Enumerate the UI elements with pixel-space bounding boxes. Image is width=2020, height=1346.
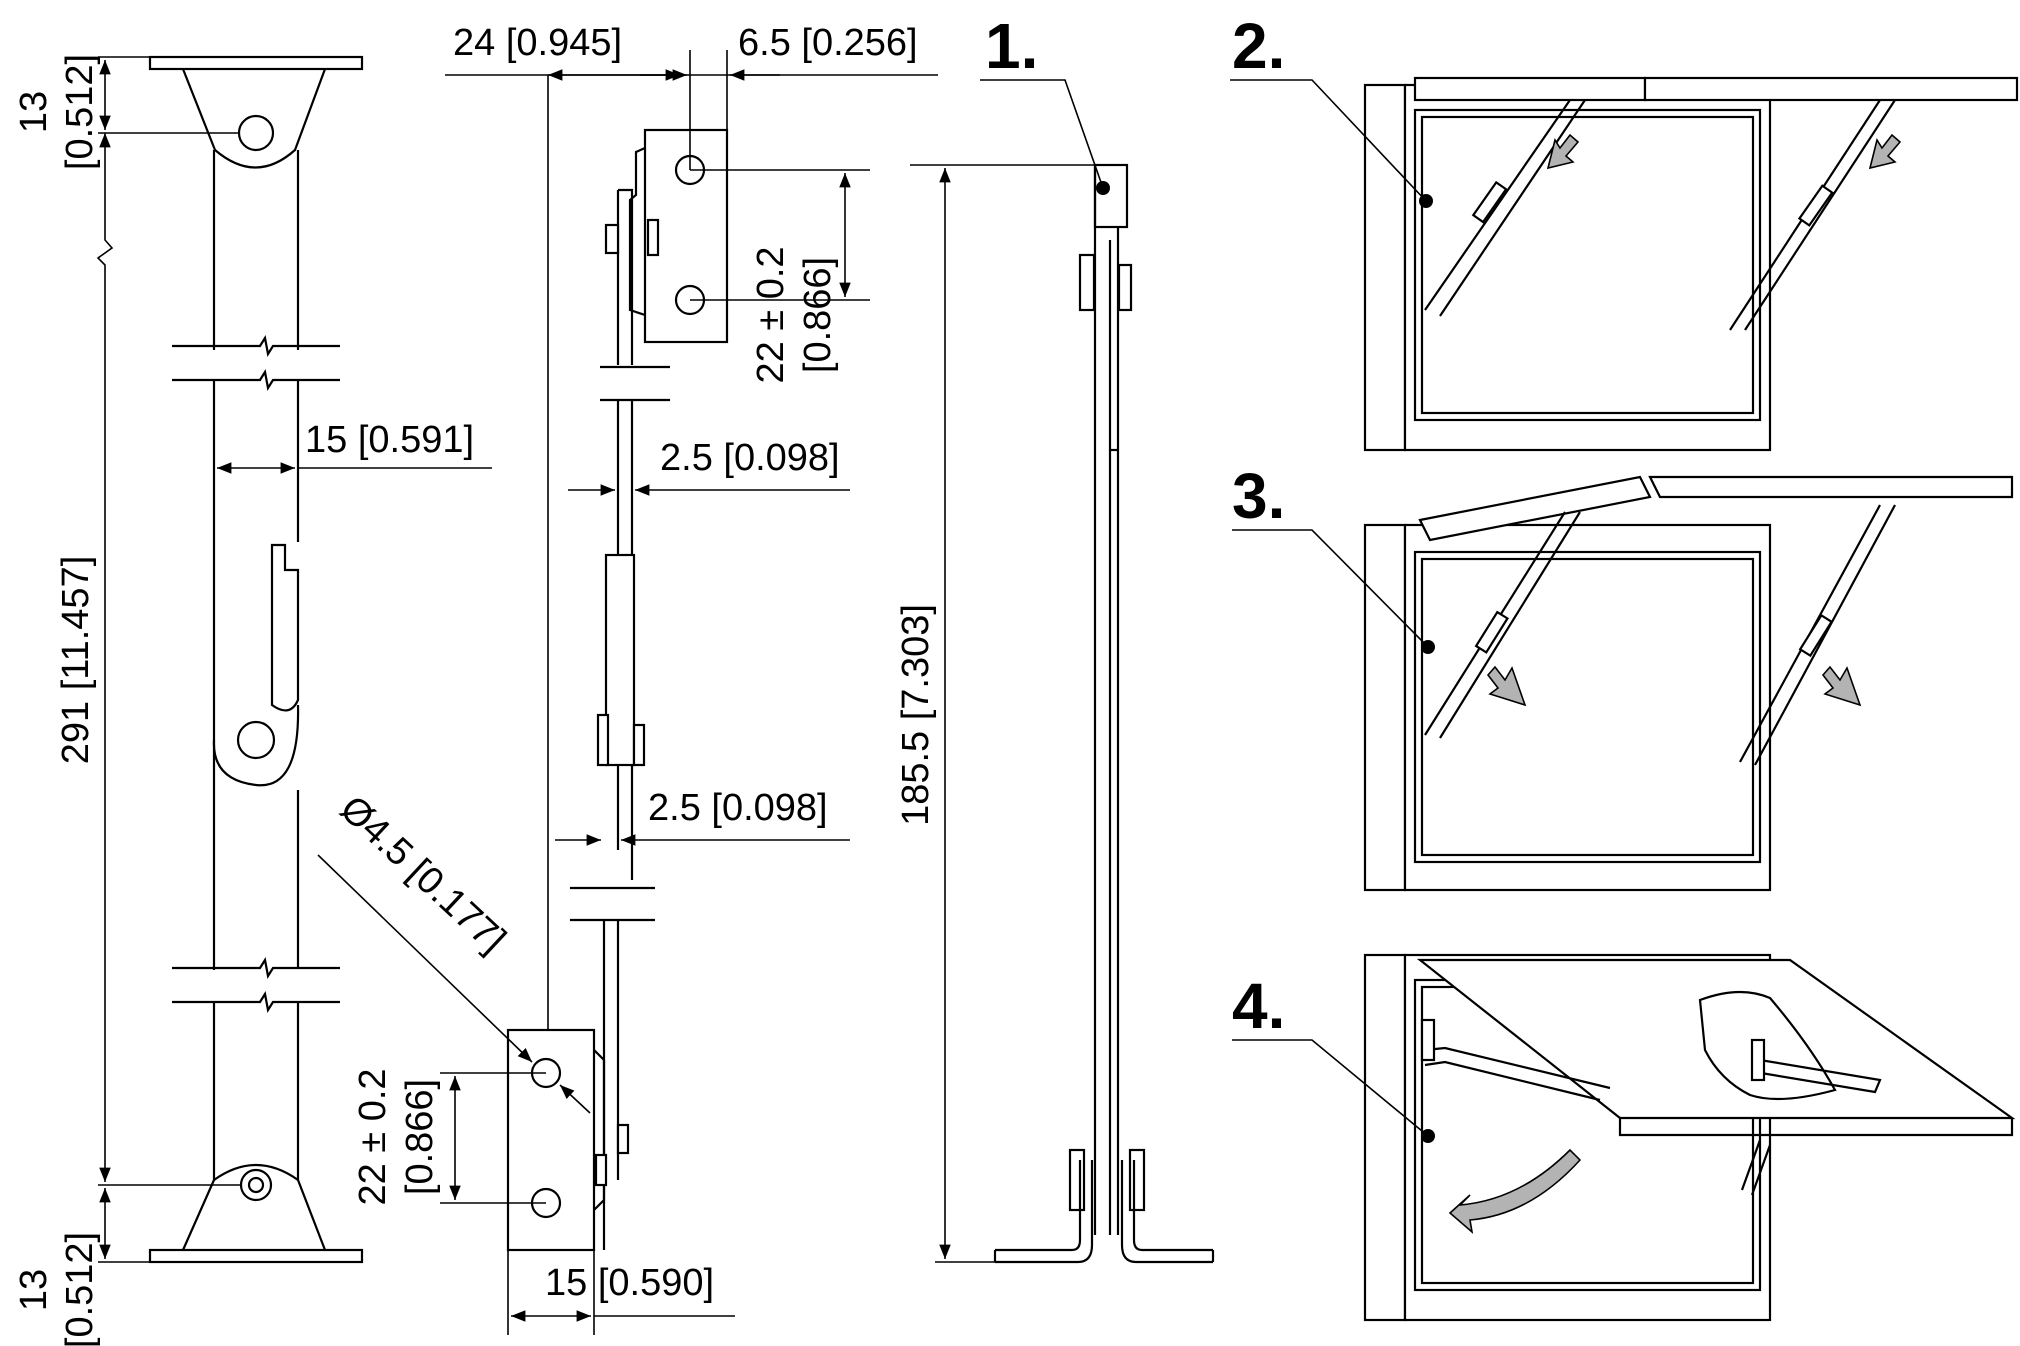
dim-hole-pitch-top: 22 ± 0.2 xyxy=(750,246,792,383)
step-4-label: 4. xyxy=(1232,970,1285,1042)
break-mark-upper xyxy=(172,335,340,391)
break-mark-lower xyxy=(172,957,340,1013)
dim-strut-width: 15 [0.591] xyxy=(305,419,474,461)
dim-top-offset: 13 xyxy=(13,91,55,133)
dim-thickness-lower: 2.5 [0.098] xyxy=(648,787,828,829)
dim-bracket-depth: 24 [0.945] xyxy=(453,22,622,64)
closed-left-foot xyxy=(995,1160,1094,1264)
closed-right-foot xyxy=(1120,1160,1213,1264)
step-4-illustration: 4. xyxy=(1232,953,2016,1322)
strut-side-section xyxy=(604,553,636,767)
step-2-label: 2. xyxy=(1232,10,1285,82)
front-view: 13 [0.512] 291 [11.457] 15 [0.591] 13 [0… xyxy=(13,54,492,1346)
bottom-bracket xyxy=(181,1163,327,1251)
dim-hole-pitch-bottom-in: [0.866] xyxy=(399,1079,441,1195)
dim-closed-height: 185.5 [7.303] xyxy=(895,604,937,826)
middle-pivot-hole xyxy=(236,720,276,760)
step-1-label: 1. xyxy=(985,10,1038,82)
dim-hole-pitch-bottom: 22 ± 0.2 xyxy=(352,1068,394,1205)
middle-knuckle xyxy=(212,704,300,787)
dim-hole-diameter: Ø4.5 [0.177] xyxy=(332,788,514,961)
dim-bottom-offset: 13 xyxy=(13,1269,55,1311)
lid-3-right xyxy=(1648,475,2014,499)
top-mounting-plate xyxy=(148,55,364,71)
bottom-rivet xyxy=(239,1168,273,1202)
dim-overall-length: 291 [11.457] xyxy=(55,556,97,764)
dim-thickness-upper: 2.5 [0.098] xyxy=(660,437,840,479)
dim-top-offset-in: [0.512] xyxy=(59,54,101,170)
top-bracket xyxy=(181,68,327,169)
step-3-label: 3. xyxy=(1232,460,1285,532)
dim-bracket-width: 15 [0.590] xyxy=(545,1262,714,1304)
lower-bracket-plate xyxy=(506,1028,596,1252)
step-2-illustration: 2. xyxy=(1230,10,2019,452)
lid-cutaway xyxy=(1698,990,1837,1101)
lid-2 xyxy=(1643,76,2019,102)
dim-bottom-offset-in: [0.512] xyxy=(59,1232,101,1346)
strut-slot xyxy=(270,543,300,712)
bottom-mounting-plate xyxy=(148,1248,364,1264)
step-3-illustration: 3. xyxy=(1232,460,2014,892)
side-view: 24 [0.945] 6.5 [0.256] 22 ± 0.2 [0.866] … xyxy=(317,22,938,1335)
lid-3-left xyxy=(1418,475,1652,542)
dim-hole-edge-offset: 6.5 [0.256] xyxy=(738,22,918,64)
top-pivot-hole xyxy=(237,114,275,152)
dim-hole-pitch-top-in: [0.866] xyxy=(797,257,839,373)
cabinet-box-2 xyxy=(1403,83,1772,452)
closed-view: 1. 185.5 [7.303] xyxy=(895,10,1215,1264)
